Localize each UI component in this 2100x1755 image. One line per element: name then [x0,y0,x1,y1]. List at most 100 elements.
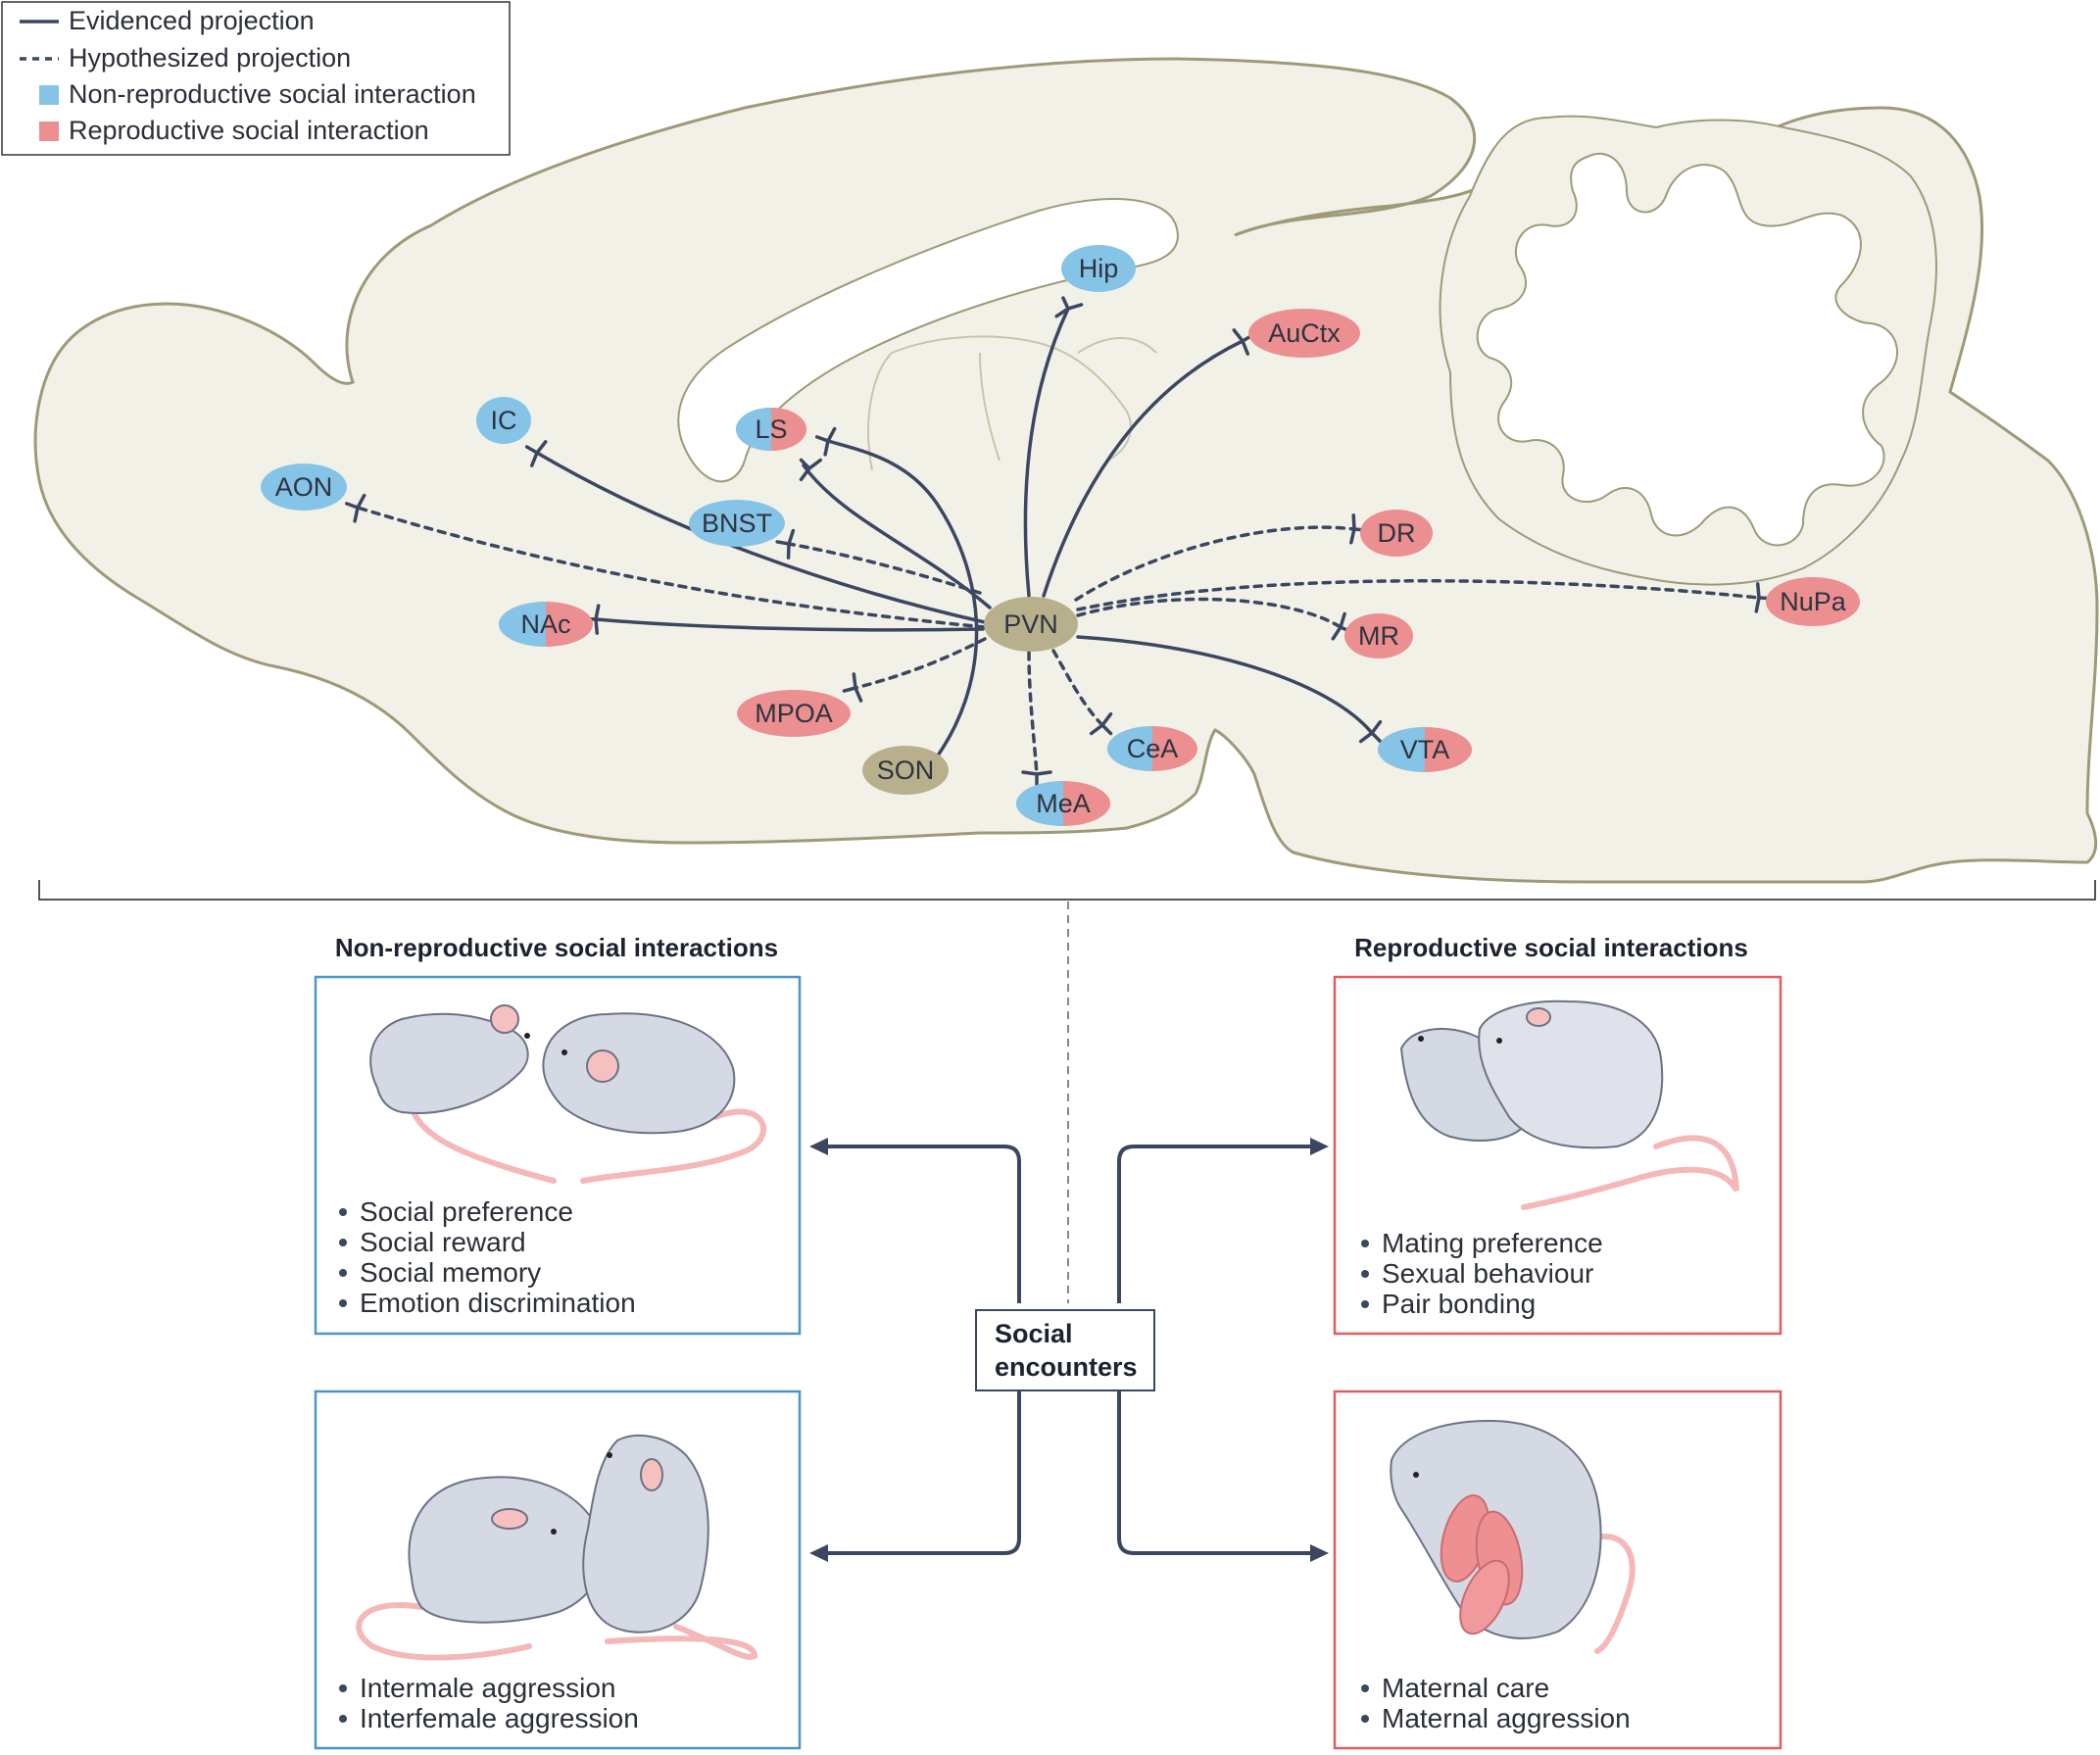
fighter-left-ear [491,1508,528,1530]
arrowhead-box3 [1310,1138,1329,1155]
bullet-item: Social preference [360,1196,573,1227]
region-mea: MeA [1016,781,1110,826]
region-hip: Hip [1061,245,1136,292]
fighter-left-body [408,1476,605,1624]
mouse-maternal-illustration [1390,1419,1636,1654]
projection-to-mpoa [854,637,987,690]
bullet-dot [339,1715,347,1723]
heading-reproductive: Reproductive social interactions [1354,933,1748,962]
region-dr-label: DR [1378,518,1416,548]
arrow-to-box1 [823,1145,1021,1303]
arrow-to-box4 [1117,1391,1313,1555]
midbrain-contour [979,337,1157,462]
projections [344,296,1773,788]
bullet-item: Mating preference [1382,1228,1603,1258]
bullet-dot [339,1208,347,1216]
region-hip-label: Hip [1079,254,1119,283]
projection-to-vta [1076,635,1374,735]
female-mouse-eye [1418,1036,1424,1042]
arrowhead-box4 [1310,1544,1329,1562]
region-ls: LS [736,408,806,451]
region-vta: VTA [1378,727,1472,772]
bullet-dot [1361,1270,1369,1278]
arrowheads [809,1138,1329,1562]
legend-reproductive-swatch [39,122,59,141]
projection-to-aon [356,506,987,629]
right-mouse-eye [562,1049,567,1055]
region-son-label: SON [877,756,935,785]
region-auctx: AuCtx [1248,309,1360,358]
tail-fighter-right [605,1624,758,1660]
legend-non-reproductive-label: Non-reproductive social interaction [69,79,476,109]
tail-mother [1589,1534,1636,1654]
bullet-item: Maternal aggression [1382,1703,1631,1733]
fighter-right-body [582,1435,709,1633]
pup-3 [1459,1559,1510,1635]
mother-mouse-eye [1413,1472,1419,1478]
tail-fighter-left [356,1602,532,1661]
region-hip-shape [1061,245,1136,292]
mice-fighting-illustration [356,1435,758,1661]
region-vta-non-reproductive-half [1378,727,1425,772]
region-auctx-shape [1248,309,1360,358]
region-pvn-label: PVN [1003,609,1058,639]
bullet-dot [339,1299,347,1307]
region-ls-non-reproductive-half [736,408,771,451]
bullet-item: Pair bonding [1382,1289,1536,1319]
encounter-arrows [823,1145,1313,1555]
social-encounters-box [975,1309,1155,1391]
region-nac-non-reproductive-half [499,602,546,647]
bullet-dot [339,1239,347,1246]
arrowhead-box1 [809,1138,828,1155]
synapse-terminal [524,440,548,467]
male-mouse-eye [1496,1038,1502,1044]
fighter-left-eye [551,1529,557,1535]
projection-to-dr [1074,525,1356,602]
synapse-terminal [814,426,837,457]
arbor-vitae [1476,152,1898,547]
region-mr: MR [1344,613,1413,658]
region-vta-label: VTA [1400,735,1450,764]
projection-to-nupa [1076,579,1761,611]
region-ic-label: IC [491,406,517,435]
bullet-item: Social reward [360,1227,526,1257]
social-encounters-line1: Social [995,1319,1073,1348]
brain-sagittal-section [33,57,2099,884]
bullet-item: Intermale aggression [360,1673,615,1703]
projection-to-mr [1076,597,1343,629]
region-mea-label: MeA [1036,789,1091,818]
region-ic: IC [476,397,531,444]
region-nac: NAc [499,602,593,647]
projection-to-mea [1027,651,1039,776]
region-mpoa: MPOA [737,690,851,737]
synapse-terminal [842,672,863,703]
region-son: SON [862,746,949,795]
projection-to-auctx [1042,339,1245,598]
projection-to-hip [1023,307,1070,598]
region-bnst-label: BNST [702,509,772,538]
region-mpoa-label: MPOA [755,699,833,728]
tail-mating [1521,1135,1739,1210]
male-mouse-ear [1526,1007,1551,1027]
right-mouse-ear [586,1049,619,1083]
projection-to-ic [535,451,987,624]
region-auctx-label: AuCtx [1268,318,1341,348]
right-mouse-body [542,1012,736,1135]
region-nupa: NuPa [1766,577,1860,626]
bullet-item: Social memory [360,1257,541,1288]
legend-non-reproductive-swatch [39,85,59,105]
social-encounters-line2: encounters [995,1352,1138,1382]
region-pvn: PVN [984,597,1078,652]
projection-to-bnst [787,542,982,595]
tail-left-mouse [409,1104,557,1184]
synapse-terminal [775,528,796,560]
bullet-item: Sexual behaviour [1382,1258,1593,1289]
region-bnst: BNST [689,500,785,547]
synapse-terminal [1358,719,1383,744]
legend-box [1,1,511,156]
region-mr-shape [1344,613,1413,658]
bullet-item: Emotion discrimination [360,1288,636,1318]
